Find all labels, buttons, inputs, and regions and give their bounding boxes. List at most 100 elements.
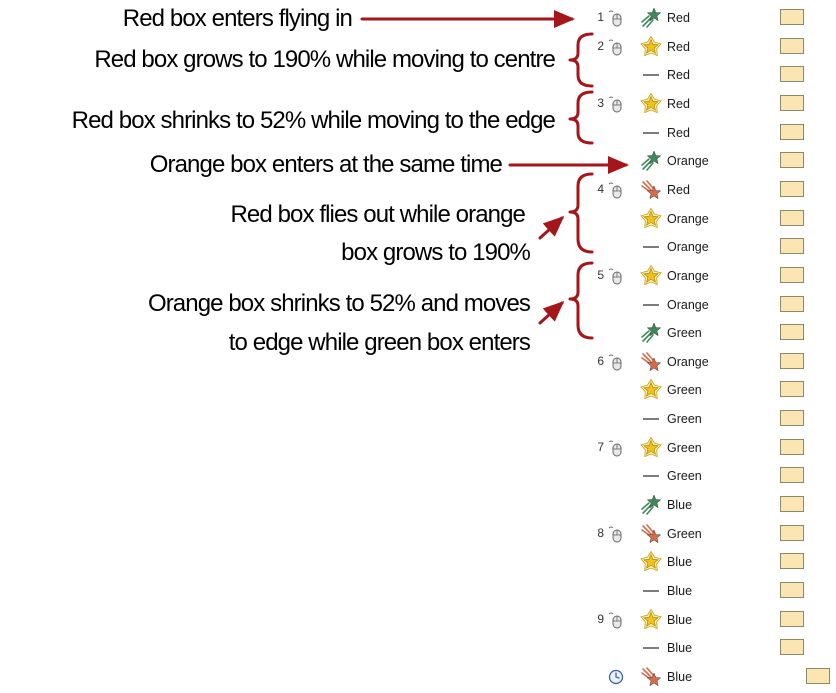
animation-item-label: Green	[667, 383, 702, 398]
motion-path-effect-icon	[640, 580, 662, 602]
animation-item[interactable]: Red	[588, 61, 836, 89]
animation-item[interactable]: Green	[588, 462, 836, 490]
timeline-bar[interactable]	[780, 66, 804, 83]
timeline-bar[interactable]	[780, 324, 804, 341]
animation-item[interactable]: Red	[588, 119, 836, 147]
step-number: 6	[597, 353, 604, 368]
animation-item[interactable]: 6 Orange	[588, 348, 836, 376]
animation-item-label: Red	[667, 68, 690, 83]
timeline-bar[interactable]	[780, 553, 804, 570]
timeline-bar[interactable]	[780, 152, 804, 169]
emphasis-effect-icon	[640, 379, 662, 401]
entrance-effect-icon	[640, 322, 662, 344]
timeline-bar[interactable]	[780, 582, 804, 598]
step-number: 8	[597, 525, 604, 540]
entrance-effect-icon	[640, 150, 662, 172]
mouse-click-icon	[606, 181, 624, 199]
exit-effect-icon	[640, 351, 662, 373]
motion-path-effect-icon	[640, 408, 662, 430]
step-number: 2	[597, 38, 604, 53]
timeline-bar[interactable]	[780, 352, 804, 369]
animation-item-label: Green	[667, 440, 702, 455]
animation-item-label: Blue	[667, 669, 693, 684]
animation-item[interactable]: Orange	[588, 291, 836, 319]
motion-path-effect-icon	[640, 122, 662, 144]
animation-item[interactable]: Orange	[588, 205, 836, 233]
animation-item[interactable]: Blue	[588, 548, 836, 576]
animation-item[interactable]: Blue	[588, 634, 836, 662]
step-number: 1	[597, 10, 604, 24]
timeline-bar[interactable]	[780, 610, 804, 627]
motion-path-effect-icon	[640, 64, 662, 86]
mouse-click-icon	[606, 353, 624, 371]
emphasis-effect-icon	[640, 207, 662, 230]
step-number: 5	[597, 267, 604, 282]
animation-item[interactable]: Blue	[588, 491, 836, 519]
animation-item-label: Green	[667, 326, 702, 341]
annotation-red-grows: Red box grows to 190% while moving to ce…	[94, 46, 556, 73]
timeline-bar[interactable]	[780, 381, 804, 398]
motion-path-effect-icon	[640, 236, 662, 258]
step-number: 9	[597, 611, 604, 626]
animation-item-label: Green	[667, 469, 702, 484]
clock-icon	[608, 669, 624, 685]
timeline-bar[interactable]	[780, 524, 804, 541]
timeline-bar[interactable]	[780, 295, 804, 312]
timeline-bar[interactable]	[780, 209, 804, 226]
timeline-bar[interactable]	[780, 467, 804, 484]
timeline-bar[interactable]	[780, 639, 804, 656]
timeline-bar[interactable]	[780, 9, 804, 25]
mouse-click-icon	[606, 525, 624, 543]
motion-path-effect-icon	[640, 637, 662, 659]
annotation-red-flies-out: Red box flies out while orange	[230, 201, 525, 228]
timeline-bar[interactable]	[780, 238, 804, 255]
brace-step-4	[568, 172, 594, 254]
timeline-bar[interactable]	[780, 37, 804, 54]
emphasis-effect-icon	[640, 35, 662, 58]
annotation-orange-grows: box grows to 190%	[341, 239, 531, 266]
animation-item[interactable]: Green	[588, 405, 836, 433]
timeline-bar[interactable]	[780, 266, 804, 283]
emphasis-effect-icon	[640, 436, 662, 459]
emphasis-effect-icon	[640, 92, 662, 115]
annotation-red-enters: Red box enters flying in	[122, 5, 353, 32]
animation-item[interactable]: Orange	[588, 147, 836, 175]
animation-item-label: Orange	[667, 297, 709, 312]
mouse-click-icon	[606, 267, 624, 285]
animation-item-label: Orange	[667, 240, 709, 255]
animation-item[interactable]: Green	[588, 376, 836, 404]
animation-item-label: Orange	[667, 154, 709, 169]
timeline-bar[interactable]	[780, 410, 804, 427]
step-number: 4	[597, 181, 604, 196]
animation-item-label: Orange	[667, 354, 709, 369]
animation-item[interactable]: Blue	[588, 577, 836, 605]
timeline-bar[interactable]	[780, 180, 804, 197]
animation-item-label: Blue	[667, 584, 693, 598]
motion-path-effect-icon	[640, 294, 662, 316]
emphasis-effect-icon	[640, 551, 662, 573]
animation-item[interactable]: Green	[588, 319, 836, 347]
timeline-bar[interactable]	[780, 438, 804, 455]
brace-step-3	[568, 90, 594, 145]
animation-item-label: Green	[667, 412, 702, 427]
animation-item-label: Red	[667, 96, 690, 111]
timeline-bar[interactable]	[806, 667, 830, 684]
timeline-bar[interactable]	[780, 496, 804, 513]
mouse-click-icon	[606, 95, 624, 113]
animation-item[interactable]: Blue	[588, 663, 836, 691]
annotation-orange-enters: Orange box enters at the same time	[149, 151, 503, 178]
timeline-bar[interactable]	[780, 94, 804, 111]
animation-item[interactable]: Orange	[588, 233, 836, 261]
entrance-effect-icon	[640, 494, 662, 516]
timeline-bar[interactable]	[780, 123, 804, 140]
